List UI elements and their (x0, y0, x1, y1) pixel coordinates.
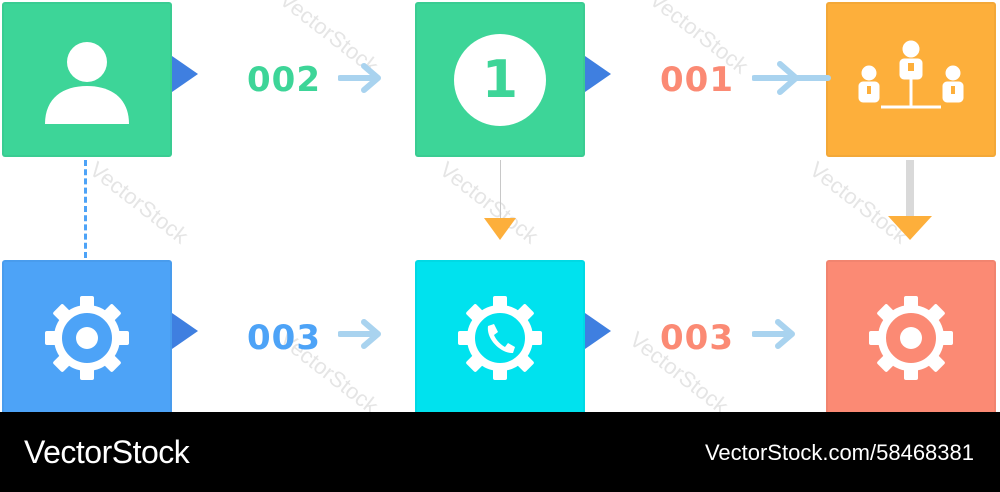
user-node (2, 2, 172, 157)
vertical-connector (500, 160, 501, 218)
number-badge-icon: 1 (454, 33, 546, 126)
right-arrow-icon (752, 61, 831, 95)
vertical-connector (906, 160, 914, 216)
pointer-icon (172, 313, 198, 349)
gear-phone-icon (458, 295, 542, 380)
settings-phone-node (415, 260, 585, 415)
step-one-node: 1 (415, 2, 585, 157)
gear-icon (45, 295, 129, 380)
right-arrow-icon (752, 319, 795, 349)
edge-label: 003 (247, 318, 321, 358)
right-arrow-icon (338, 319, 381, 349)
edge-label: 003 (660, 318, 734, 358)
user-icon (45, 41, 129, 124)
settings-node (2, 260, 172, 415)
step-number: 1 (481, 49, 519, 110)
edge-label: 002 (247, 60, 321, 100)
team-node (826, 2, 996, 157)
gear-icon (869, 295, 953, 380)
settings-node (826, 260, 996, 415)
watermark: VectorStock (85, 156, 193, 249)
down-arrow-icon (888, 216, 932, 240)
pointer-icon (172, 56, 198, 92)
team-org-icon (858, 40, 964, 108)
stock-id: VectorStock.com/58468381 (704, 440, 974, 465)
right-arrow-icon (338, 63, 381, 93)
pointer-icon (585, 313, 611, 349)
flow-diagram: VectorStock VectorStock VectorStock Vect… (2, 0, 996, 419)
footer-bar: VectorStock VectorStock.com/58468381 (0, 412, 1000, 492)
down-arrow-icon (484, 218, 516, 240)
edge-label: 001 (660, 60, 734, 100)
dashed-connector (84, 160, 87, 258)
pointer-icon (585, 56, 611, 92)
brand-logo: VectorStock (24, 434, 190, 470)
